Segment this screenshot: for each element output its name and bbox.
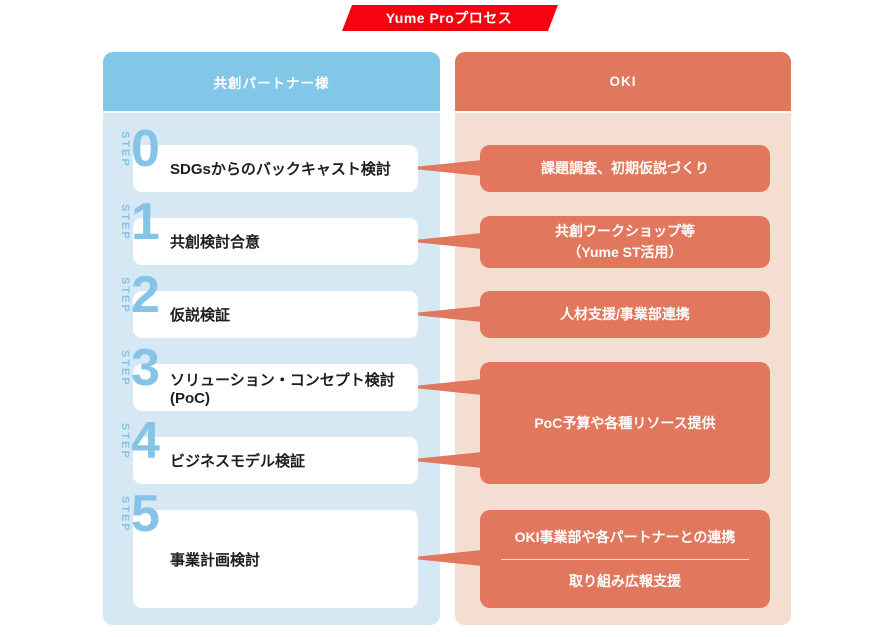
oki-box-4-text-line2: 取り組み広報支援 <box>569 572 681 589</box>
step-1-box: 共創検討合意 <box>133 218 418 265</box>
step-4-title: ビジネスモデル検証 <box>170 453 306 470</box>
step-2-title: 仮説検証 <box>170 307 231 324</box>
step-3-box: ソリューション・コンセプト検討(PoC) <box>133 364 418 411</box>
oki-box-2-text: 人材支援/事業部連携 <box>560 306 690 322</box>
step-2-box: 仮説検証 <box>133 291 418 338</box>
oki-column-header: OKI <box>455 52 791 111</box>
step-0-box: SDGsからのバックキャスト検討 <box>133 145 418 192</box>
connector-arrow-2 <box>404 306 482 322</box>
oki-box-4-divider <box>501 558 749 560</box>
oki-box-4: OKI事業部や各パートナーとの連携 取り組み広報支援 <box>480 510 770 608</box>
step-3-title: ソリューション・コンセプト検討(PoC) <box>170 371 395 407</box>
step-5-title: 事業計画検討 <box>170 551 261 569</box>
step-0-title: SDGsからのバックキャスト検討 <box>170 161 391 178</box>
banner-title: Yume Proプロセス <box>385 10 513 26</box>
connector-arrow-5 <box>404 550 482 566</box>
oki-box-4-text-line1: OKI事業部や各パートナーとの連携 <box>514 528 736 545</box>
step-5-box: 事業計画検討 <box>133 510 418 608</box>
oki-box-3-text: PoC予算や各種リソース提供 <box>534 414 716 431</box>
oki-header-label: OKI <box>609 74 637 89</box>
connector-arrow-3 <box>404 379 482 395</box>
step-4-box: ビジネスモデル検証 <box>133 437 418 484</box>
oki-box-0-text: 課題調査、初期仮説づくり <box>541 160 709 176</box>
connector-arrow-4 <box>404 452 482 468</box>
process-banner: Yume Proプロセス <box>340 5 558 31</box>
oki-box-1: 共創ワークショップ等 （Yume ST活用） <box>480 216 770 268</box>
oki-box-0: 課題調査、初期仮説づくり <box>480 145 770 192</box>
partner-header-label: 共創パートナー様 <box>213 75 330 91</box>
step-1-title: 共創検討合意 <box>170 234 261 251</box>
connector-arrow-1 <box>404 233 482 249</box>
partner-column-header: 共創パートナー様 <box>103 52 440 111</box>
connector-arrow-0 <box>404 160 482 176</box>
oki-box-2: 人材支援/事業部連携 <box>480 291 770 338</box>
oki-box-1-text-line1: 共創ワークショップ等 <box>555 223 695 239</box>
oki-box-1-text-line2: （Yume ST活用） <box>567 244 683 260</box>
oki-box-3: PoC予算や各種リソース提供 <box>480 362 770 484</box>
